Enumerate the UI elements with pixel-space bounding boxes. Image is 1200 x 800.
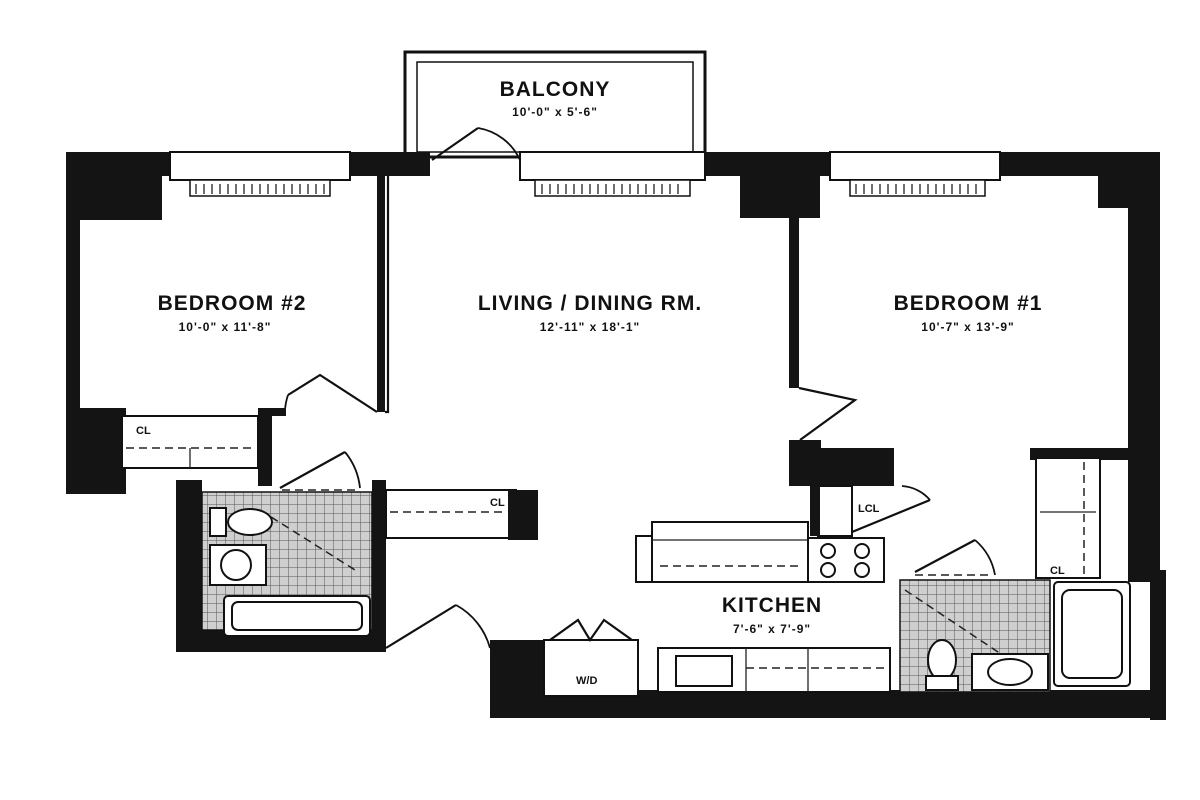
bedroom2-closet-label: CL <box>136 425 151 437</box>
living-dims: 12'-11" x 18'-1" <box>540 320 640 334</box>
exterior-walls <box>66 152 1166 720</box>
washer-dryer: W/D <box>543 618 639 697</box>
linen-closet-label: LCL <box>858 503 880 515</box>
kitchen-counter-lower <box>657 647 891 693</box>
sink-icon-2 <box>971 653 1049 691</box>
bedroom-1: BEDROOM #1 10'-7" x 13'-9" CL <box>894 292 1101 579</box>
bedroom2-closet: CL <box>121 415 259 469</box>
kitchen: KITCHEN 7'-6" x 7'-9" W/D <box>543 521 891 697</box>
window-bedroom2 <box>169 151 351 197</box>
bedroom-2: BEDROOM #2 10'-0" x 11'-8" CL <box>121 292 307 469</box>
windows <box>169 151 1001 197</box>
living-name: LIVING / DINING RM. <box>478 292 702 315</box>
bedroom2-dims: 10'-0" x 11'-8" <box>179 320 272 334</box>
balcony-door <box>431 127 521 161</box>
balcony-name: BALCONY <box>500 78 611 101</box>
balcony-dims: 10'-0" x 5'-6" <box>512 105 598 119</box>
bedroom1-closet: CL <box>1035 457 1101 579</box>
kitchen-name: KITCHEN <box>722 594 822 617</box>
toilet-icon-2 <box>925 639 959 691</box>
bathtub-icon <box>223 595 371 637</box>
linen-closet: LCL <box>810 485 931 537</box>
window-living <box>519 151 706 197</box>
bedroom1-dims: 10'-7" x 13'-9" <box>921 320 1014 334</box>
kitchen-counter-upper <box>635 521 809 583</box>
balcony: BALCONY 10'-0" x 5'-6" <box>403 50 707 159</box>
bathroom-2 <box>201 451 373 637</box>
kitchen-dims: 7'-6" x 7'-9" <box>733 622 811 636</box>
bathtub-icon-2 <box>1053 581 1131 687</box>
living-dining: LIVING / DINING RM. 12'-11" x 18'-1" CL <box>385 292 702 649</box>
interior-walls <box>80 176 1130 486</box>
bedroom2-name: BEDROOM #2 <box>158 292 307 315</box>
washer-dryer-label: W/D <box>576 675 597 687</box>
hall-closet-label: CL <box>490 497 505 509</box>
bedroom1-name: BEDROOM #1 <box>894 292 1043 315</box>
bedroom1-closet-label: CL <box>1050 565 1065 577</box>
stove-icon <box>807 537 885 583</box>
toilet-icon <box>209 507 273 537</box>
entry-door <box>385 604 491 649</box>
sink-icon <box>209 544 267 586</box>
hall-closet: CL <box>385 489 538 540</box>
window-bedroom1 <box>829 151 1001 197</box>
bathroom-1 <box>899 539 1131 693</box>
